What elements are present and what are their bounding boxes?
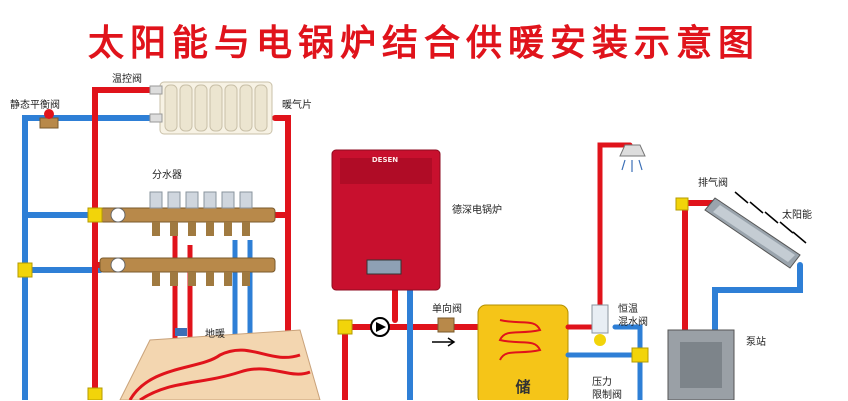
boiler <box>331 149 441 291</box>
pump <box>370 317 390 337</box>
boiler-fitting <box>337 319 353 335</box>
static-balance-valve <box>39 109 59 129</box>
shower-pipes <box>565 142 643 400</box>
pump-station <box>667 329 735 400</box>
label-mixing-valve-1: 恒温 <box>618 304 638 315</box>
label-solar-collector: 太阳能 <box>782 210 812 221</box>
shower-head-icon <box>619 144 646 172</box>
label-thermostatic-valve: 温控阀 <box>112 74 142 85</box>
floor-heating-slab <box>119 329 321 400</box>
manifold <box>99 191 276 286</box>
label-static-balance-valve: 静态平衡阀 <box>10 100 60 111</box>
thermostatic-mixing-valve <box>591 304 609 346</box>
label-exhaust-valve: 排气阀 <box>698 178 728 189</box>
solar-collector <box>704 197 801 269</box>
check-valve <box>432 317 456 347</box>
tank-label: 储 <box>515 378 531 396</box>
exhaust-valve <box>675 197 689 211</box>
label-boiler: 德深电锅炉 <box>452 205 502 216</box>
label-manifold: 分水器 <box>152 170 182 181</box>
label-mixing-valve-2: 混水阀 <box>618 317 648 328</box>
label-radiator: 暖气片 <box>282 100 312 111</box>
label-pressure-valve-1: 压力 <box>592 377 612 388</box>
boiler-brand-logo: DESEN <box>371 156 399 164</box>
label-floor-heating: 地暖 <box>205 329 225 340</box>
label-pump-station: 泵站 <box>746 337 766 348</box>
floor-heating-thermostat-icon <box>175 328 187 336</box>
label-check-valve: 单向阀 <box>432 304 462 315</box>
label-pressure-valve-2: 限制阀 <box>592 390 622 401</box>
radiator <box>149 81 273 135</box>
left-fittings <box>17 207 103 400</box>
diagram-title: 太阳能与电锅炉结合供暖安装示意图 <box>87 23 760 64</box>
pressure-valve-fitting <box>631 347 649 363</box>
sun-ray-icons <box>734 191 807 244</box>
